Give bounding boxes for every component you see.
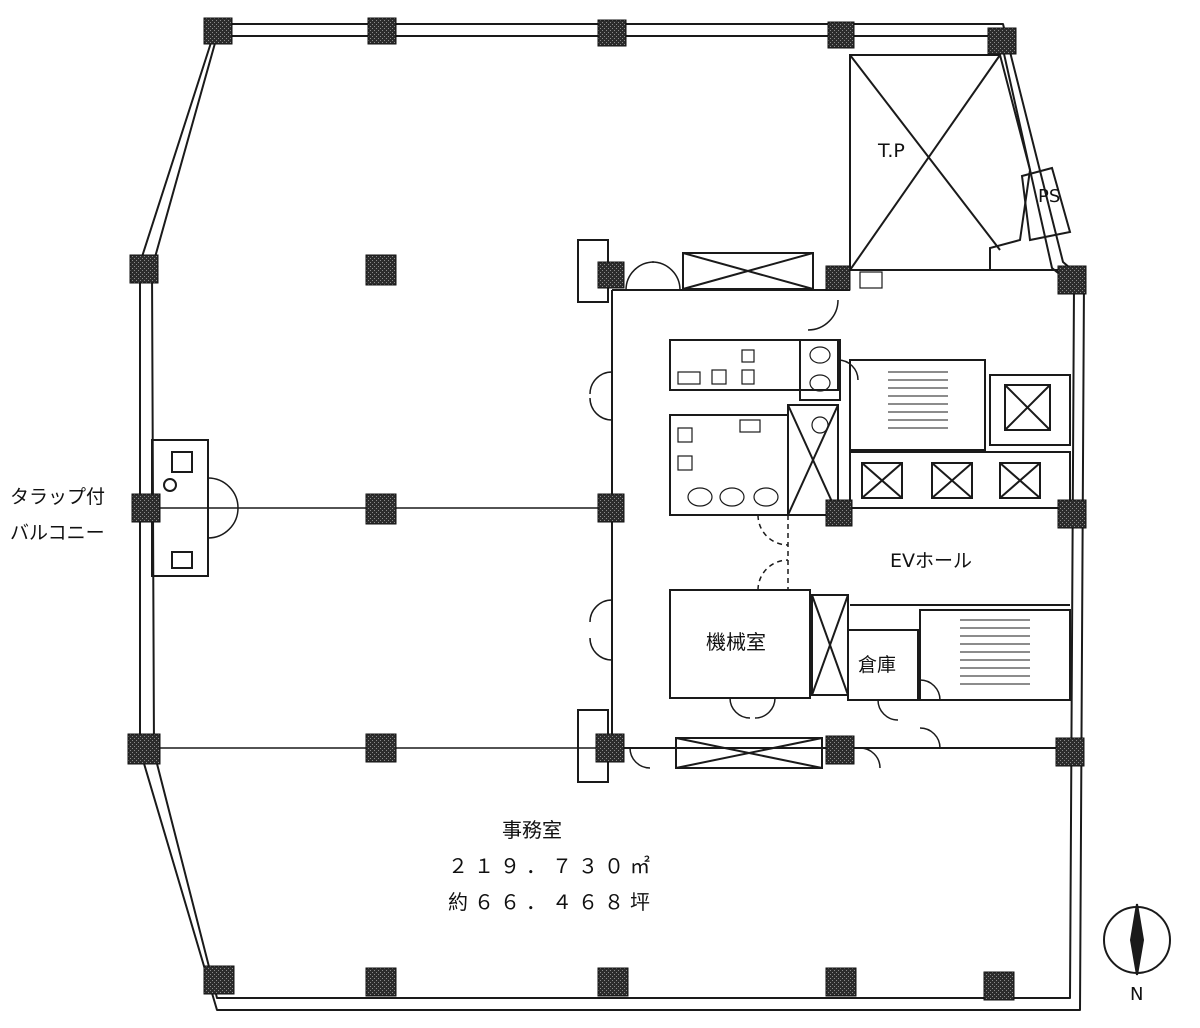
machine-room-label: 機械室	[706, 630, 766, 654]
fixtures	[677, 271, 883, 507]
area-sqm-label: ２１９．７３０㎡	[448, 854, 656, 878]
tp-label: T.P	[878, 140, 905, 162]
dashed-doors	[757, 514, 789, 591]
north-label: N	[1130, 984, 1144, 1005]
office-label: 事務室	[502, 818, 562, 842]
ps-label: PS	[1038, 186, 1061, 207]
door-swings	[207, 261, 941, 769]
balcony-label-line2: バルコニー	[10, 522, 105, 544]
structural-columns	[127, 17, 1087, 1001]
ev-hall-label: EVホール	[890, 550, 973, 572]
core-walls	[151, 54, 1072, 783]
storage-label: 倉庫	[858, 654, 897, 676]
gridlines	[152, 507, 610, 749]
balcony-label-line1: タラップ付	[10, 486, 106, 508]
area-tsubo-label: 約６６．４６８坪	[448, 890, 656, 914]
north-arrow	[1103, 903, 1171, 976]
